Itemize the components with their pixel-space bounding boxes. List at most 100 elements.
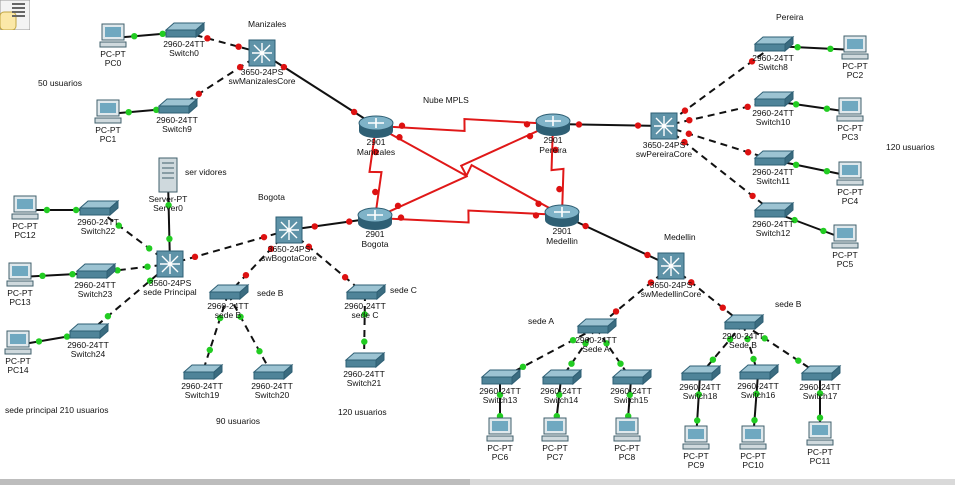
switch-icon-side (607, 317, 617, 335)
link-status-light (748, 58, 756, 65)
switch-icon-side (711, 364, 721, 382)
pc-screen-icon (492, 421, 508, 431)
switch-icon-front (209, 291, 241, 300)
device-model-label: 2960-24TT (207, 301, 249, 311)
device-model-label: 2960-24TT (343, 369, 385, 379)
horizontal-scrollbar[interactable] (0, 479, 955, 485)
device-model-label: PC-PT (740, 451, 766, 461)
link-status-light (686, 116, 693, 124)
device-name-label: Switch19 (185, 390, 220, 400)
link-status-light (361, 338, 368, 345)
device-model-label: 2960-24TT (540, 386, 582, 396)
device-model-label: PC-PT (487, 443, 513, 453)
link-status-light (397, 214, 405, 221)
link-status-light (398, 122, 406, 129)
switch-icon-front (542, 376, 574, 385)
copper-link-r_medellin-ml_medellin (561, 214, 672, 267)
pc-base-icon (11, 213, 39, 220)
device-model-label: PC-PT (842, 61, 868, 71)
switch-icon-side (754, 313, 764, 331)
link-status-light (681, 107, 689, 114)
link-status-light (311, 223, 318, 230)
link-status-light (744, 149, 752, 156)
router-arrows-icon (545, 116, 561, 126)
toolbar-toggle-button[interactable] (0, 0, 31, 31)
switch-icon-side (239, 283, 249, 301)
pc-base-icon (806, 439, 834, 446)
link-status-light (634, 122, 642, 129)
link-status-light (195, 90, 203, 98)
scrollbar-thumb[interactable] (0, 479, 470, 485)
switch-icon-side (99, 322, 109, 340)
crossover-link-sw8-ml_pereira (663, 45, 774, 127)
link-status-light (350, 108, 358, 116)
device-name-label: Switch22 (81, 226, 116, 236)
switch-icon-front (739, 371, 771, 380)
area-medellin: Medellin (664, 232, 696, 242)
switch-icon-front (754, 43, 786, 52)
device-model-label: 2901 (544, 135, 563, 145)
pc-base-icon (541, 435, 569, 442)
link-status-light (372, 188, 379, 196)
link-status-light (144, 263, 151, 270)
link-status-light (709, 356, 717, 363)
switch-icon-front (346, 291, 378, 300)
link-status-light (569, 336, 577, 344)
link-status-light (39, 272, 46, 279)
device-name-label: sede B (215, 310, 242, 320)
link-status-light (556, 391, 563, 399)
device-name-label: Switch15 (614, 395, 649, 405)
link-status-light (744, 335, 751, 343)
switch-icon-front (724, 321, 756, 330)
device-name-label: Sede A (582, 344, 610, 354)
